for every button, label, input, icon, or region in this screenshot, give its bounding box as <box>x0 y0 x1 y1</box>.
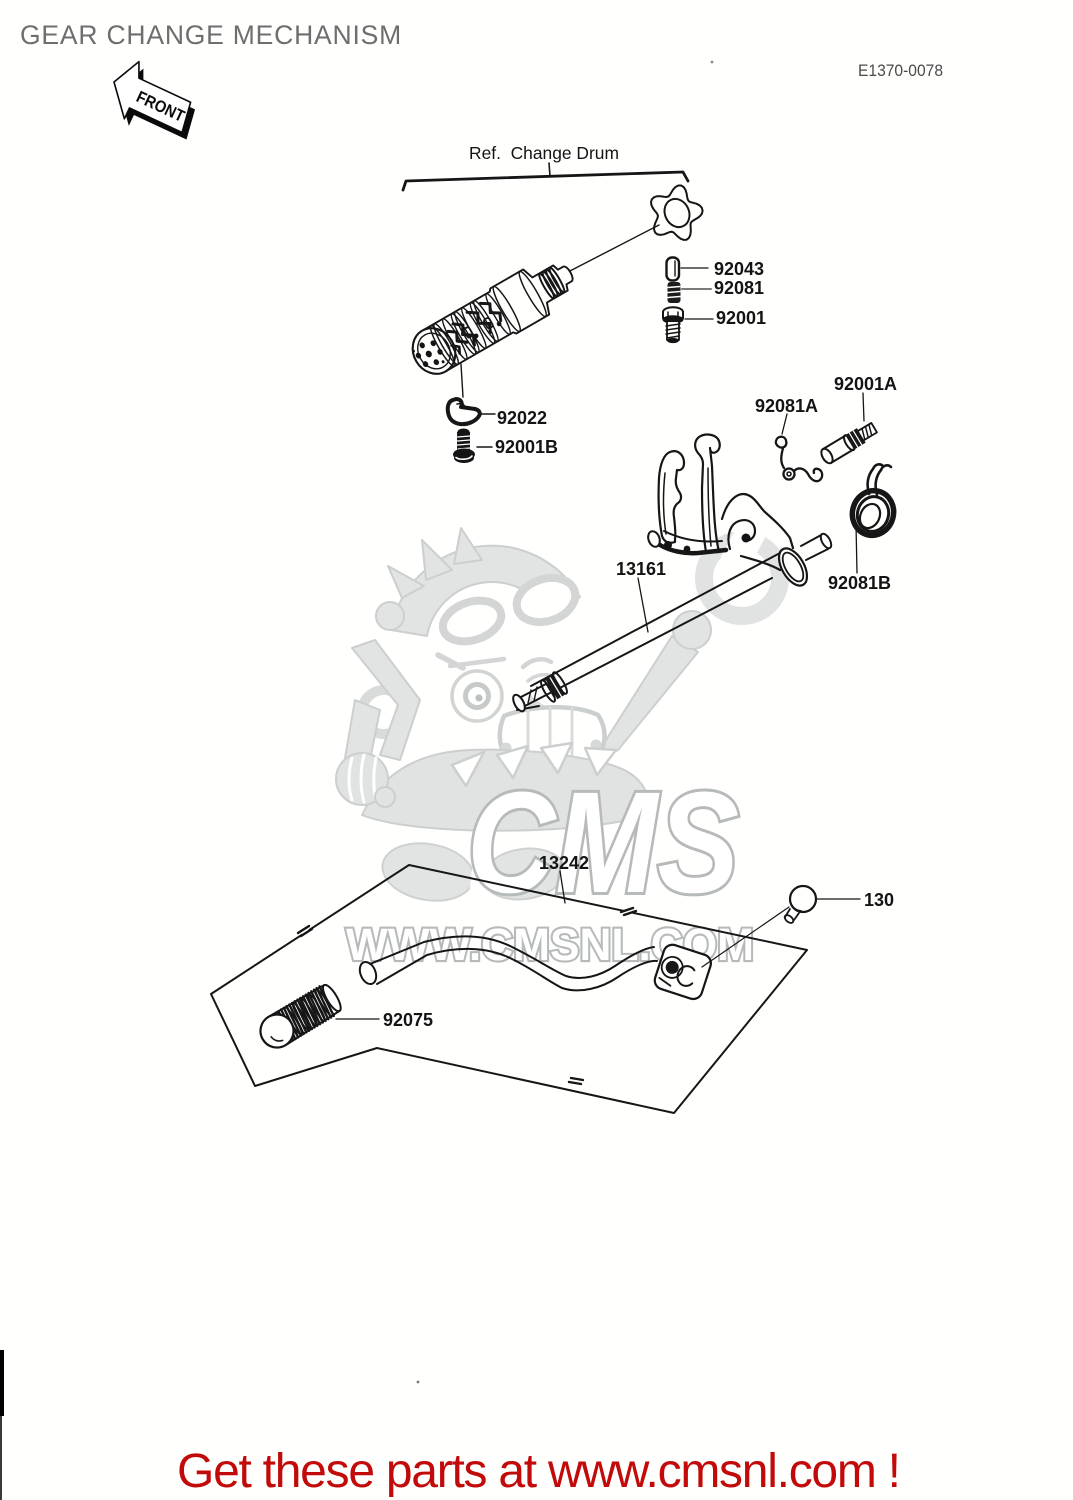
svg-text:92081B: 92081B <box>828 573 891 593</box>
svg-text:13242: 13242 <box>539 853 589 873</box>
svg-text:GEAR CHANGE MECHANISM: GEAR CHANGE MECHANISM <box>20 20 402 50</box>
svg-text:92001: 92001 <box>716 308 766 328</box>
svg-text:92075: 92075 <box>383 1010 433 1030</box>
svg-text:E1370-0078: E1370-0078 <box>858 62 943 80</box>
svg-text:130: 130 <box>864 890 894 910</box>
svg-text:Ref. Change Drum: Ref. Change Drum <box>469 143 619 163</box>
svg-text:92081A: 92081A <box>755 396 818 416</box>
svg-text:92001B: 92001B <box>495 437 558 457</box>
svg-text:13161: 13161 <box>616 559 666 579</box>
svg-text:CMS: CMS <box>467 762 739 923</box>
svg-text:Get these parts at www.cmsnl.c: Get these parts at www.cmsnl.com ! <box>177 1445 901 1498</box>
svg-text:92022: 92022 <box>497 408 547 428</box>
svg-text:92001A: 92001A <box>834 374 897 394</box>
svg-text:92043: 92043 <box>714 259 764 279</box>
svg-text:92081: 92081 <box>714 278 764 298</box>
